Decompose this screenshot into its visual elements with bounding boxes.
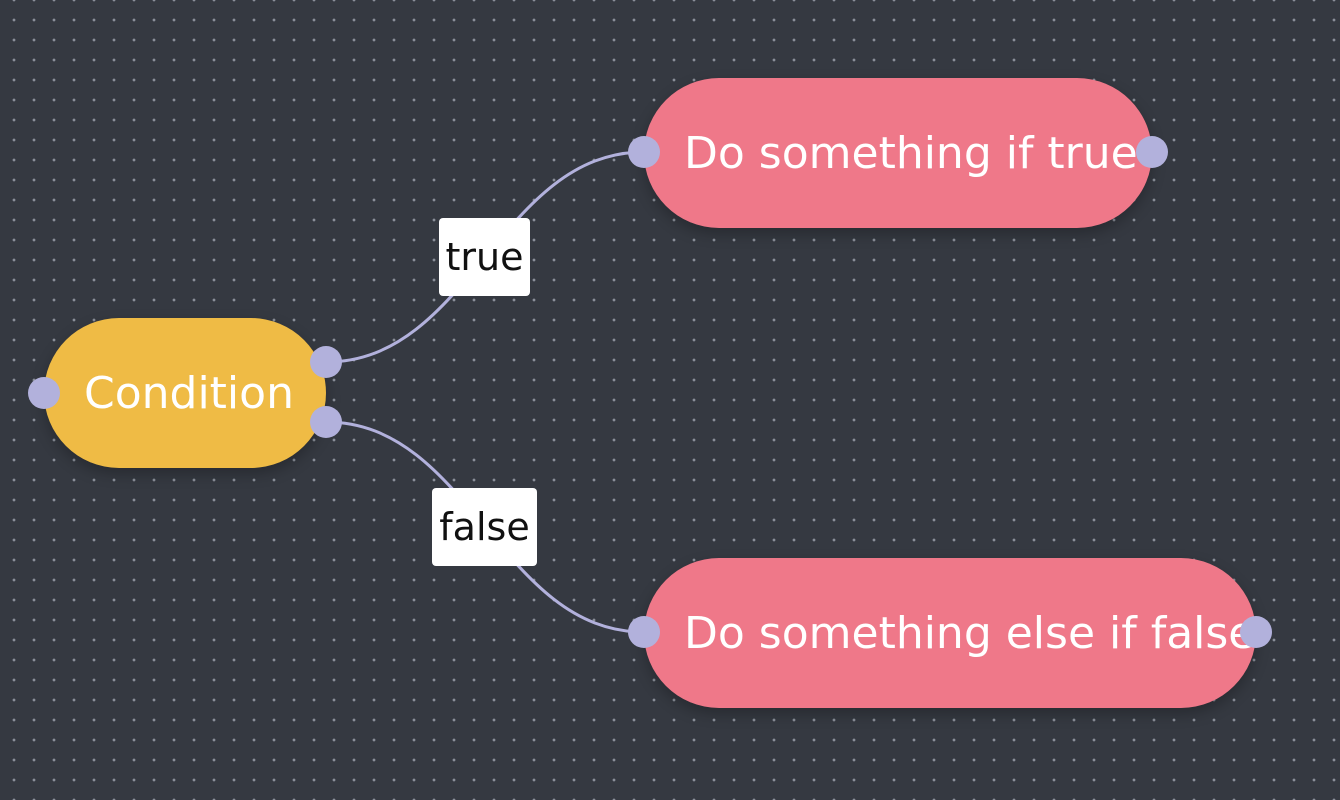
edge-label-false[interactable]: false [432, 488, 537, 566]
condition-true-output-handle[interactable] [310, 346, 342, 378]
edge-label-true-text: true [445, 235, 524, 279]
edge-label-true[interactable]: true [439, 218, 530, 296]
condition-input-handle[interactable] [28, 377, 60, 409]
edge-label-false-text: false [439, 505, 530, 549]
action-false-input-handle[interactable] [628, 616, 660, 648]
condition-node-label: Condition [84, 367, 294, 419]
action-false-node[interactable]: Do something else if false [644, 558, 1256, 708]
action-true-node[interactable]: Do something if true [644, 78, 1152, 228]
condition-false-output-handle[interactable] [310, 406, 342, 438]
action-true-node-label: Do something if true [684, 127, 1138, 179]
action-true-input-handle[interactable] [628, 136, 660, 168]
action-false-node-label: Do something else if false [684, 607, 1256, 659]
action-true-output-handle[interactable] [1136, 136, 1168, 168]
condition-node[interactable]: Condition [44, 318, 326, 468]
action-false-output-handle[interactable] [1240, 616, 1272, 648]
